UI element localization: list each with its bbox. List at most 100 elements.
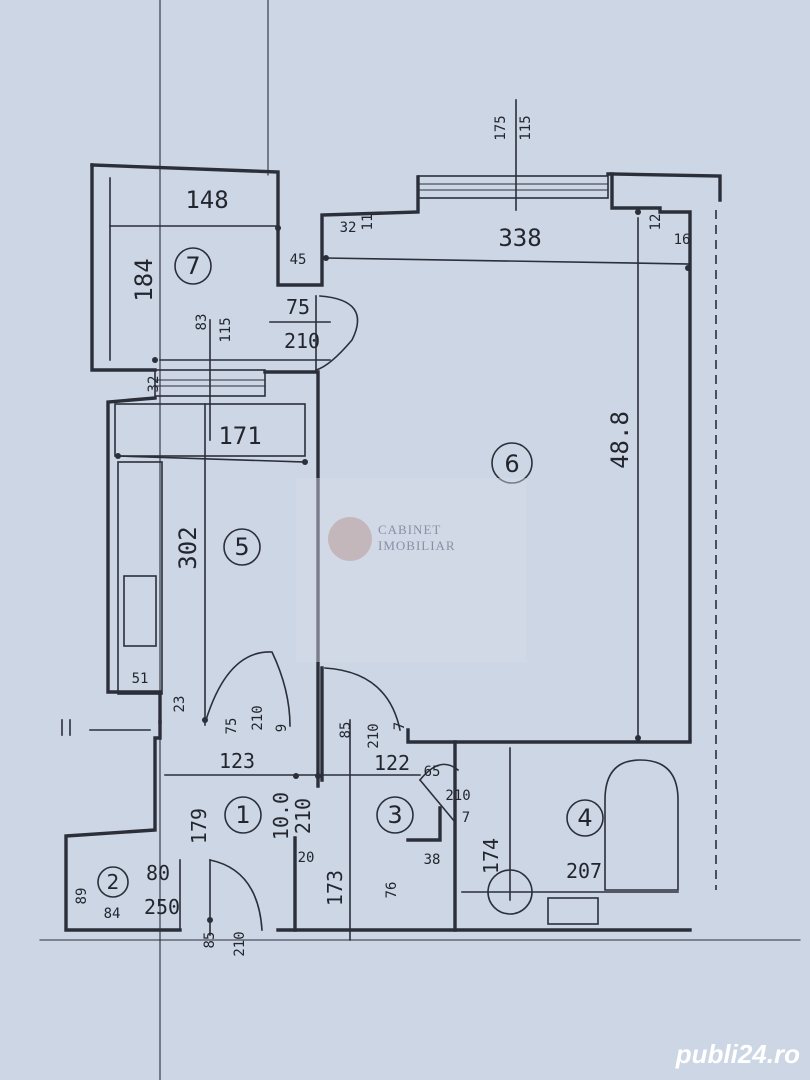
room-6-width: 338 (498, 224, 541, 252)
agency-logo-text: CABINET IMOBILIAR (378, 522, 456, 554)
room-3-depth: 173 (323, 870, 347, 906)
room-4-depth: 174 (479, 838, 503, 874)
dim-dot (207, 917, 213, 923)
room-number-1: 1 (235, 801, 250, 829)
room-marker-4 (566, 799, 604, 837)
room-4-width: 207 (566, 859, 602, 883)
door-4-t: 7 (462, 810, 470, 826)
dim-32b: 32 (146, 376, 162, 393)
door-4-w: 65 (424, 764, 441, 780)
door-4-h: 210 (445, 788, 470, 804)
dim-dot (275, 225, 281, 231)
wall-recess (114, 403, 306, 457)
logo-line-1: CABINET (378, 522, 442, 537)
site-watermark: publi24.ro (675, 1039, 800, 1069)
wall (610, 172, 722, 202)
room-5-width: 171 (218, 422, 261, 450)
entry-door-h: 210 (232, 931, 248, 956)
dim-dot (115, 453, 121, 459)
window (417, 175, 609, 199)
room-5-depth: 302 (174, 526, 202, 569)
room-marker-7 (174, 247, 212, 285)
door-7-bottom: 210 (284, 329, 320, 353)
dim-76: 76 (384, 882, 400, 899)
dim-32: 32 (340, 220, 357, 236)
wall (263, 370, 320, 788)
room-2-w: 84 (104, 906, 121, 922)
room-number-7: 7 (185, 252, 200, 280)
dim-dot (635, 209, 641, 215)
wall (106, 396, 162, 724)
wall (64, 720, 182, 932)
dim-dot (152, 357, 158, 363)
wall (406, 728, 692, 744)
logo-line-2: IMOBILIAR (378, 538, 456, 553)
room-marker-3 (376, 796, 414, 834)
room-number-2: 2 (107, 870, 120, 894)
room-marker-1 (224, 796, 262, 834)
door-swing (315, 295, 359, 371)
dim-line (325, 257, 691, 265)
room-number-3: 3 (387, 801, 402, 829)
window-top-b: 115 (518, 115, 534, 140)
room-2-h: 89 (74, 888, 90, 905)
dim-dot (323, 255, 329, 261)
door-swing (324, 667, 401, 731)
room-2-area-bottom: 250 (144, 895, 180, 919)
bathtub (604, 759, 679, 891)
wall (90, 163, 420, 287)
door-6-t: 7 (392, 722, 408, 730)
room-marker-2 (97, 866, 129, 898)
wall (90, 163, 157, 372)
door-swing (204, 651, 291, 727)
room-1-area-bottom: 210 (291, 798, 315, 834)
door (418, 778, 457, 824)
dim-dot (315, 773, 321, 779)
room-1-depth: 179 (187, 808, 211, 844)
dim-line (117, 455, 306, 463)
room-number-6: 6 (504, 450, 519, 478)
agency-logo-icon (328, 517, 372, 561)
dim-dot (635, 735, 641, 741)
entry-door-w: 85 (202, 932, 218, 949)
dim-38: 38 (424, 852, 441, 868)
win5-a: 83 (194, 314, 210, 331)
room-7-width: 148 (185, 186, 228, 214)
window-top-a: 175 (493, 115, 509, 140)
cabinet-dim: 51 (132, 671, 149, 687)
kitchen-stove (123, 575, 157, 647)
dim-12: 12 (648, 214, 664, 231)
door-5-h: 210 (250, 705, 266, 730)
agency-logo-panel (296, 478, 526, 662)
dim-dot (302, 459, 308, 465)
win5-b: 115 (218, 317, 234, 342)
dim-dot (293, 773, 299, 779)
room-number-5: 5 (234, 533, 249, 561)
dim-11: 11 (360, 214, 376, 231)
door-5-w: 75 (224, 718, 240, 735)
dim-16: 16 (674, 232, 691, 248)
door-swing (209, 859, 263, 931)
room-marker-5 (223, 528, 261, 566)
toilet (487, 869, 533, 915)
wall (406, 806, 442, 842)
dim-45: 45 (290, 252, 307, 268)
door-7-top: 75 (286, 295, 310, 319)
room-number-4: 4 (577, 804, 592, 832)
room-1-dims: 123 (219, 749, 255, 773)
door-6-w: 85 (338, 722, 354, 739)
sink (547, 897, 599, 925)
room-2-area-top: 80 (146, 861, 170, 885)
dim-dot (685, 265, 691, 271)
room-7-depth: 184 (130, 258, 158, 301)
kitchen-counter (117, 461, 163, 695)
dim-23: 23 (172, 696, 188, 713)
door-6-h: 210 (366, 723, 382, 748)
room-6-depth: 48.8 (606, 411, 634, 469)
dim-dot (202, 717, 208, 723)
room-1-area-top: 10.0 (269, 792, 293, 840)
dim-20: 20 (298, 850, 315, 866)
room-marker-6 (491, 442, 533, 484)
room-3-dims: 122 (374, 751, 410, 775)
